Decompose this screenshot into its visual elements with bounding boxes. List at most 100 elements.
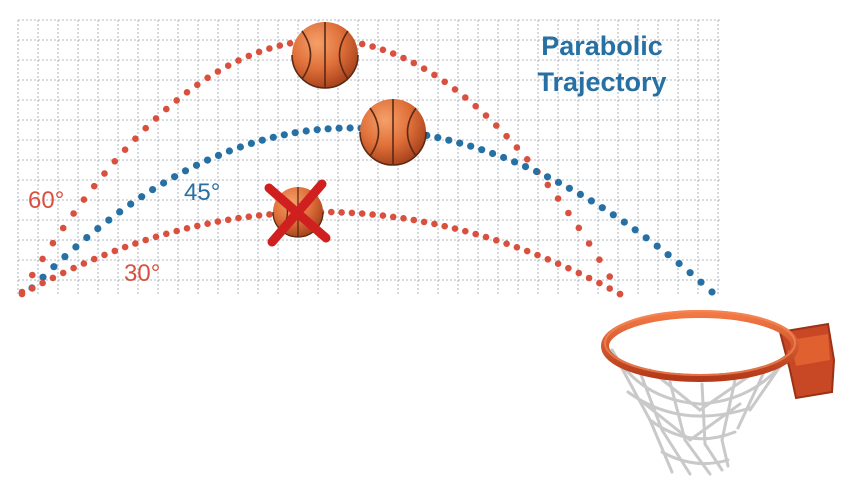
trajectory-dot bbox=[138, 193, 146, 201]
trajectory-dot bbox=[410, 216, 418, 224]
trajectory-dot bbox=[94, 225, 102, 233]
trajectory-dot bbox=[472, 230, 480, 238]
trajectory-dot bbox=[565, 264, 572, 272]
trajectory-dot bbox=[225, 147, 233, 155]
trajectory-dot bbox=[235, 57, 242, 64]
trajectory-dot bbox=[431, 220, 438, 228]
trajectory-dot bbox=[224, 62, 232, 69]
trajectory-dot bbox=[609, 211, 617, 219]
trajectory-dot bbox=[29, 285, 36, 292]
trajectory-dot bbox=[276, 42, 284, 49]
basketball-icon bbox=[359, 99, 427, 166]
trajectory-dot bbox=[534, 251, 541, 259]
trajectory-dot bbox=[493, 237, 500, 244]
trajectory-dot bbox=[266, 211, 273, 218]
trajectory-dot bbox=[142, 236, 149, 244]
trajectory-dot bbox=[338, 209, 345, 216]
trajectory-dot bbox=[575, 224, 583, 232]
trajectory-dot bbox=[389, 213, 397, 221]
trajectory-dot bbox=[61, 253, 69, 261]
trajectory-dot bbox=[101, 170, 108, 177]
trajectory-dot bbox=[620, 218, 628, 226]
trajectory-dot bbox=[544, 255, 552, 263]
trajectory-dot bbox=[204, 220, 211, 227]
trajectory-dot bbox=[50, 263, 58, 271]
trajectory-dot bbox=[163, 105, 170, 113]
trajectory-dot bbox=[142, 124, 149, 132]
trajectory-dot bbox=[203, 156, 212, 164]
trajectory-dot bbox=[101, 251, 108, 259]
basketball-hoop-icon bbox=[601, 310, 836, 476]
trajectory-dot bbox=[565, 184, 574, 192]
trajectory-dot bbox=[39, 273, 47, 281]
trajectory-dot bbox=[39, 279, 46, 287]
trajectory-dot bbox=[686, 269, 694, 277]
trajectory-dot bbox=[503, 132, 510, 140]
trajectory-dot bbox=[194, 222, 201, 230]
trajectory-dot bbox=[328, 208, 335, 216]
trajectory-dot bbox=[105, 216, 113, 224]
trajectory-dot bbox=[39, 255, 46, 263]
trajectory-dot bbox=[358, 210, 366, 217]
trajectory-dot bbox=[554, 260, 562, 268]
trajectory-dot bbox=[18, 290, 26, 298]
trajectory-dot bbox=[152, 115, 160, 122]
trajectory-dot bbox=[500, 153, 508, 162]
trajectory-dot bbox=[467, 142, 475, 150]
trajectory-dot bbox=[420, 65, 428, 72]
trajectory-dot bbox=[631, 226, 639, 234]
trajectory-dot bbox=[554, 178, 563, 186]
trajectory-dot bbox=[493, 122, 500, 129]
background-grid bbox=[17, 19, 722, 296]
label-45-degrees: 45° bbox=[184, 179, 220, 206]
trajectory-dot bbox=[451, 86, 459, 93]
trajectory-dot bbox=[80, 260, 88, 267]
trajectory-dot bbox=[585, 240, 593, 247]
trajectory-dot bbox=[510, 158, 519, 166]
trajectory-dot bbox=[576, 190, 585, 198]
trajectory-dot bbox=[83, 234, 91, 242]
trajectory-dot bbox=[585, 274, 593, 282]
trajectory-dot bbox=[379, 46, 387, 54]
trajectory-dot bbox=[49, 274, 57, 282]
trajectory-dot bbox=[111, 158, 119, 165]
trajectory-dot bbox=[90, 255, 98, 263]
trajectory-dot bbox=[183, 225, 191, 232]
trajectory-dot bbox=[224, 216, 232, 224]
trajectory-dot bbox=[523, 156, 531, 163]
title-line-1: Parabolic bbox=[541, 31, 663, 61]
trajectory-dot bbox=[472, 102, 480, 110]
trajectory-dot bbox=[369, 43, 376, 50]
trajectory-dot bbox=[489, 149, 497, 158]
trajectory-dot bbox=[214, 218, 222, 225]
trajectory-dot bbox=[587, 197, 596, 205]
trajectory-dot bbox=[708, 288, 716, 296]
trajectory-dot bbox=[160, 179, 168, 187]
trajectory-dot bbox=[478, 146, 486, 154]
trajectory-dot bbox=[192, 161, 201, 169]
trajectory-dot bbox=[410, 59, 418, 67]
trajectory-dot bbox=[616, 290, 624, 298]
trajectory-dot bbox=[598, 204, 606, 212]
trajectory-dot bbox=[369, 211, 376, 218]
trajectory-dot bbox=[451, 225, 459, 232]
trajectory-dot bbox=[258, 136, 266, 144]
trajectory-dot bbox=[90, 182, 98, 190]
trajectory-dot bbox=[173, 227, 180, 235]
trajectory-dot bbox=[59, 224, 67, 232]
trajectory-dot bbox=[503, 240, 510, 247]
trajectory-dot bbox=[247, 139, 255, 147]
trajectory-dot bbox=[269, 133, 277, 141]
trajectory-dot bbox=[324, 125, 332, 133]
trajectory-dot bbox=[236, 143, 244, 151]
label-60-degrees: 60° bbox=[28, 187, 64, 214]
trajectory-dot bbox=[214, 68, 222, 75]
trajectory-dot bbox=[420, 218, 428, 226]
trajectory-dot bbox=[565, 209, 572, 217]
trajectory-dot bbox=[554, 195, 562, 202]
trajectory-dot bbox=[642, 234, 650, 242]
trajectory-dot bbox=[523, 247, 531, 255]
trajectory-dot bbox=[544, 181, 552, 189]
trajectory-dot bbox=[149, 186, 157, 194]
